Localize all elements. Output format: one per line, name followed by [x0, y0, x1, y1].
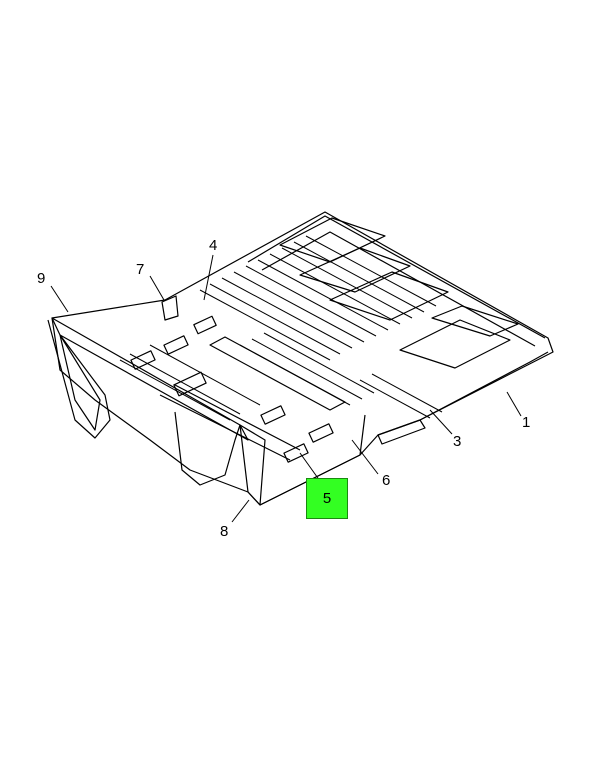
floor-cutouts — [130, 315, 334, 463]
callout-1: 1 — [522, 414, 531, 431]
front-cross-beam — [51, 317, 249, 441]
callout-8: 8 — [220, 523, 229, 540]
leader-lines — [50, 254, 522, 523]
callout-4: 4 — [209, 237, 218, 254]
side-bracket-7 — [161, 295, 179, 321]
callout-9: 9 — [37, 270, 46, 287]
right-front-bracket — [174, 411, 241, 486]
left-front-bracket — [47, 319, 111, 439]
callout-5-highlighted: 5 — [306, 478, 348, 519]
callout-6: 6 — [382, 472, 391, 489]
rear-sill-edge — [377, 419, 426, 445]
callout-7: 7 — [136, 261, 145, 278]
floor-panel-outline — [51, 211, 554, 506]
front-face-panel — [239, 414, 366, 506]
floor-ribs — [119, 235, 443, 421]
cross-members — [279, 217, 519, 369]
callout-3: 3 — [453, 433, 462, 450]
center-tunnel — [159, 336, 346, 461]
